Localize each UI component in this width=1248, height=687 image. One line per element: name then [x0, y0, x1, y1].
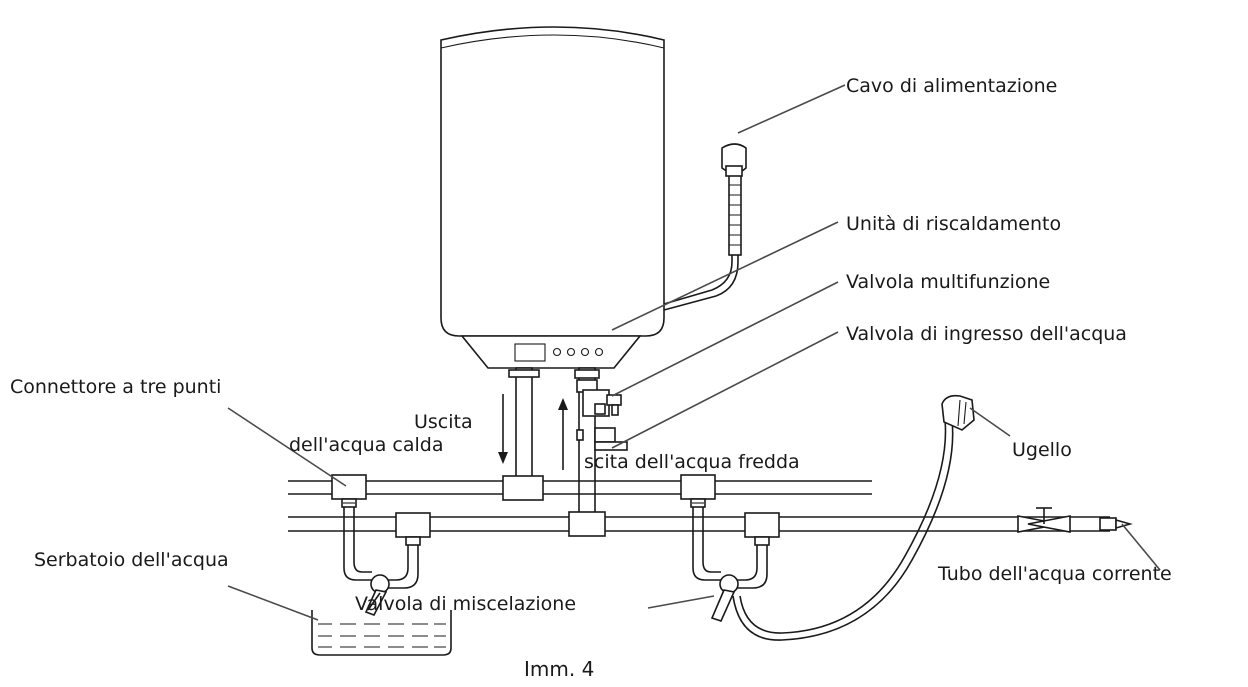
leader-power-cable: [737, 84, 846, 134]
cold-tee-right: [744, 512, 780, 546]
label-three-point-connector: Connettore a tre punti: [10, 376, 221, 398]
three-point-connector-left: [331, 474, 367, 508]
label-mixing-valve: Valvola di miscelazione: [355, 593, 576, 615]
mixing-valve-right: [692, 507, 768, 622]
label-multifunction-valve: Valvola multifunzione: [846, 271, 1050, 293]
three-point-connector-right: [680, 474, 716, 508]
label-running-water-pipe: Tubo dell'acqua corrente: [937, 563, 1172, 585]
flow-arrows: [498, 394, 568, 470]
multifunction-valve-drawing: [582, 389, 622, 417]
leader-running-water-pipe: [1121, 523, 1161, 571]
water-heater-tank: [440, 26, 665, 337]
hot-water-line: [288, 475, 872, 501]
label-cold-water-outlet: scita dell'acqua fredda: [584, 451, 800, 473]
figure-caption: Imm. 4: [524, 657, 594, 681]
hot-water-outlet-pipe: [508, 367, 540, 481]
label-water-inlet-valve: Valvola di ingresso dell'acqua: [846, 323, 1127, 345]
leader-mixing-valve: [647, 595, 715, 609]
water-tank-drawing: [311, 610, 452, 656]
label-heating-unit: Unità di riscaldamento: [846, 213, 1061, 235]
label-water-tank: Serbatoio dell'acqua: [34, 549, 229, 571]
leader-nozzle: [969, 407, 1011, 437]
label-hot-water-outlet-line1: Uscita: [414, 411, 473, 433]
power-cable: [663, 143, 747, 311]
label-nozzle: Ugello: [1012, 439, 1072, 461]
leader-water-inlet-valve: [611, 331, 839, 449]
leader-heating-unit: [611, 221, 839, 331]
cold-tee-left: [395, 512, 431, 546]
leader-water-tank: [227, 585, 319, 621]
control-panel: [460, 335, 642, 369]
shower-hose: [732, 394, 975, 641]
leader-multifunction-valve: [611, 281, 839, 397]
leader-three-point-connector: [227, 407, 347, 487]
label-hot-water-outlet-line2: dell'acqua calda: [289, 434, 443, 456]
water-inlet-valve-drawing: [576, 427, 628, 451]
label-power-cable: Cavo di alimentazione: [846, 75, 1057, 97]
mixing-valve-left: [343, 507, 419, 616]
